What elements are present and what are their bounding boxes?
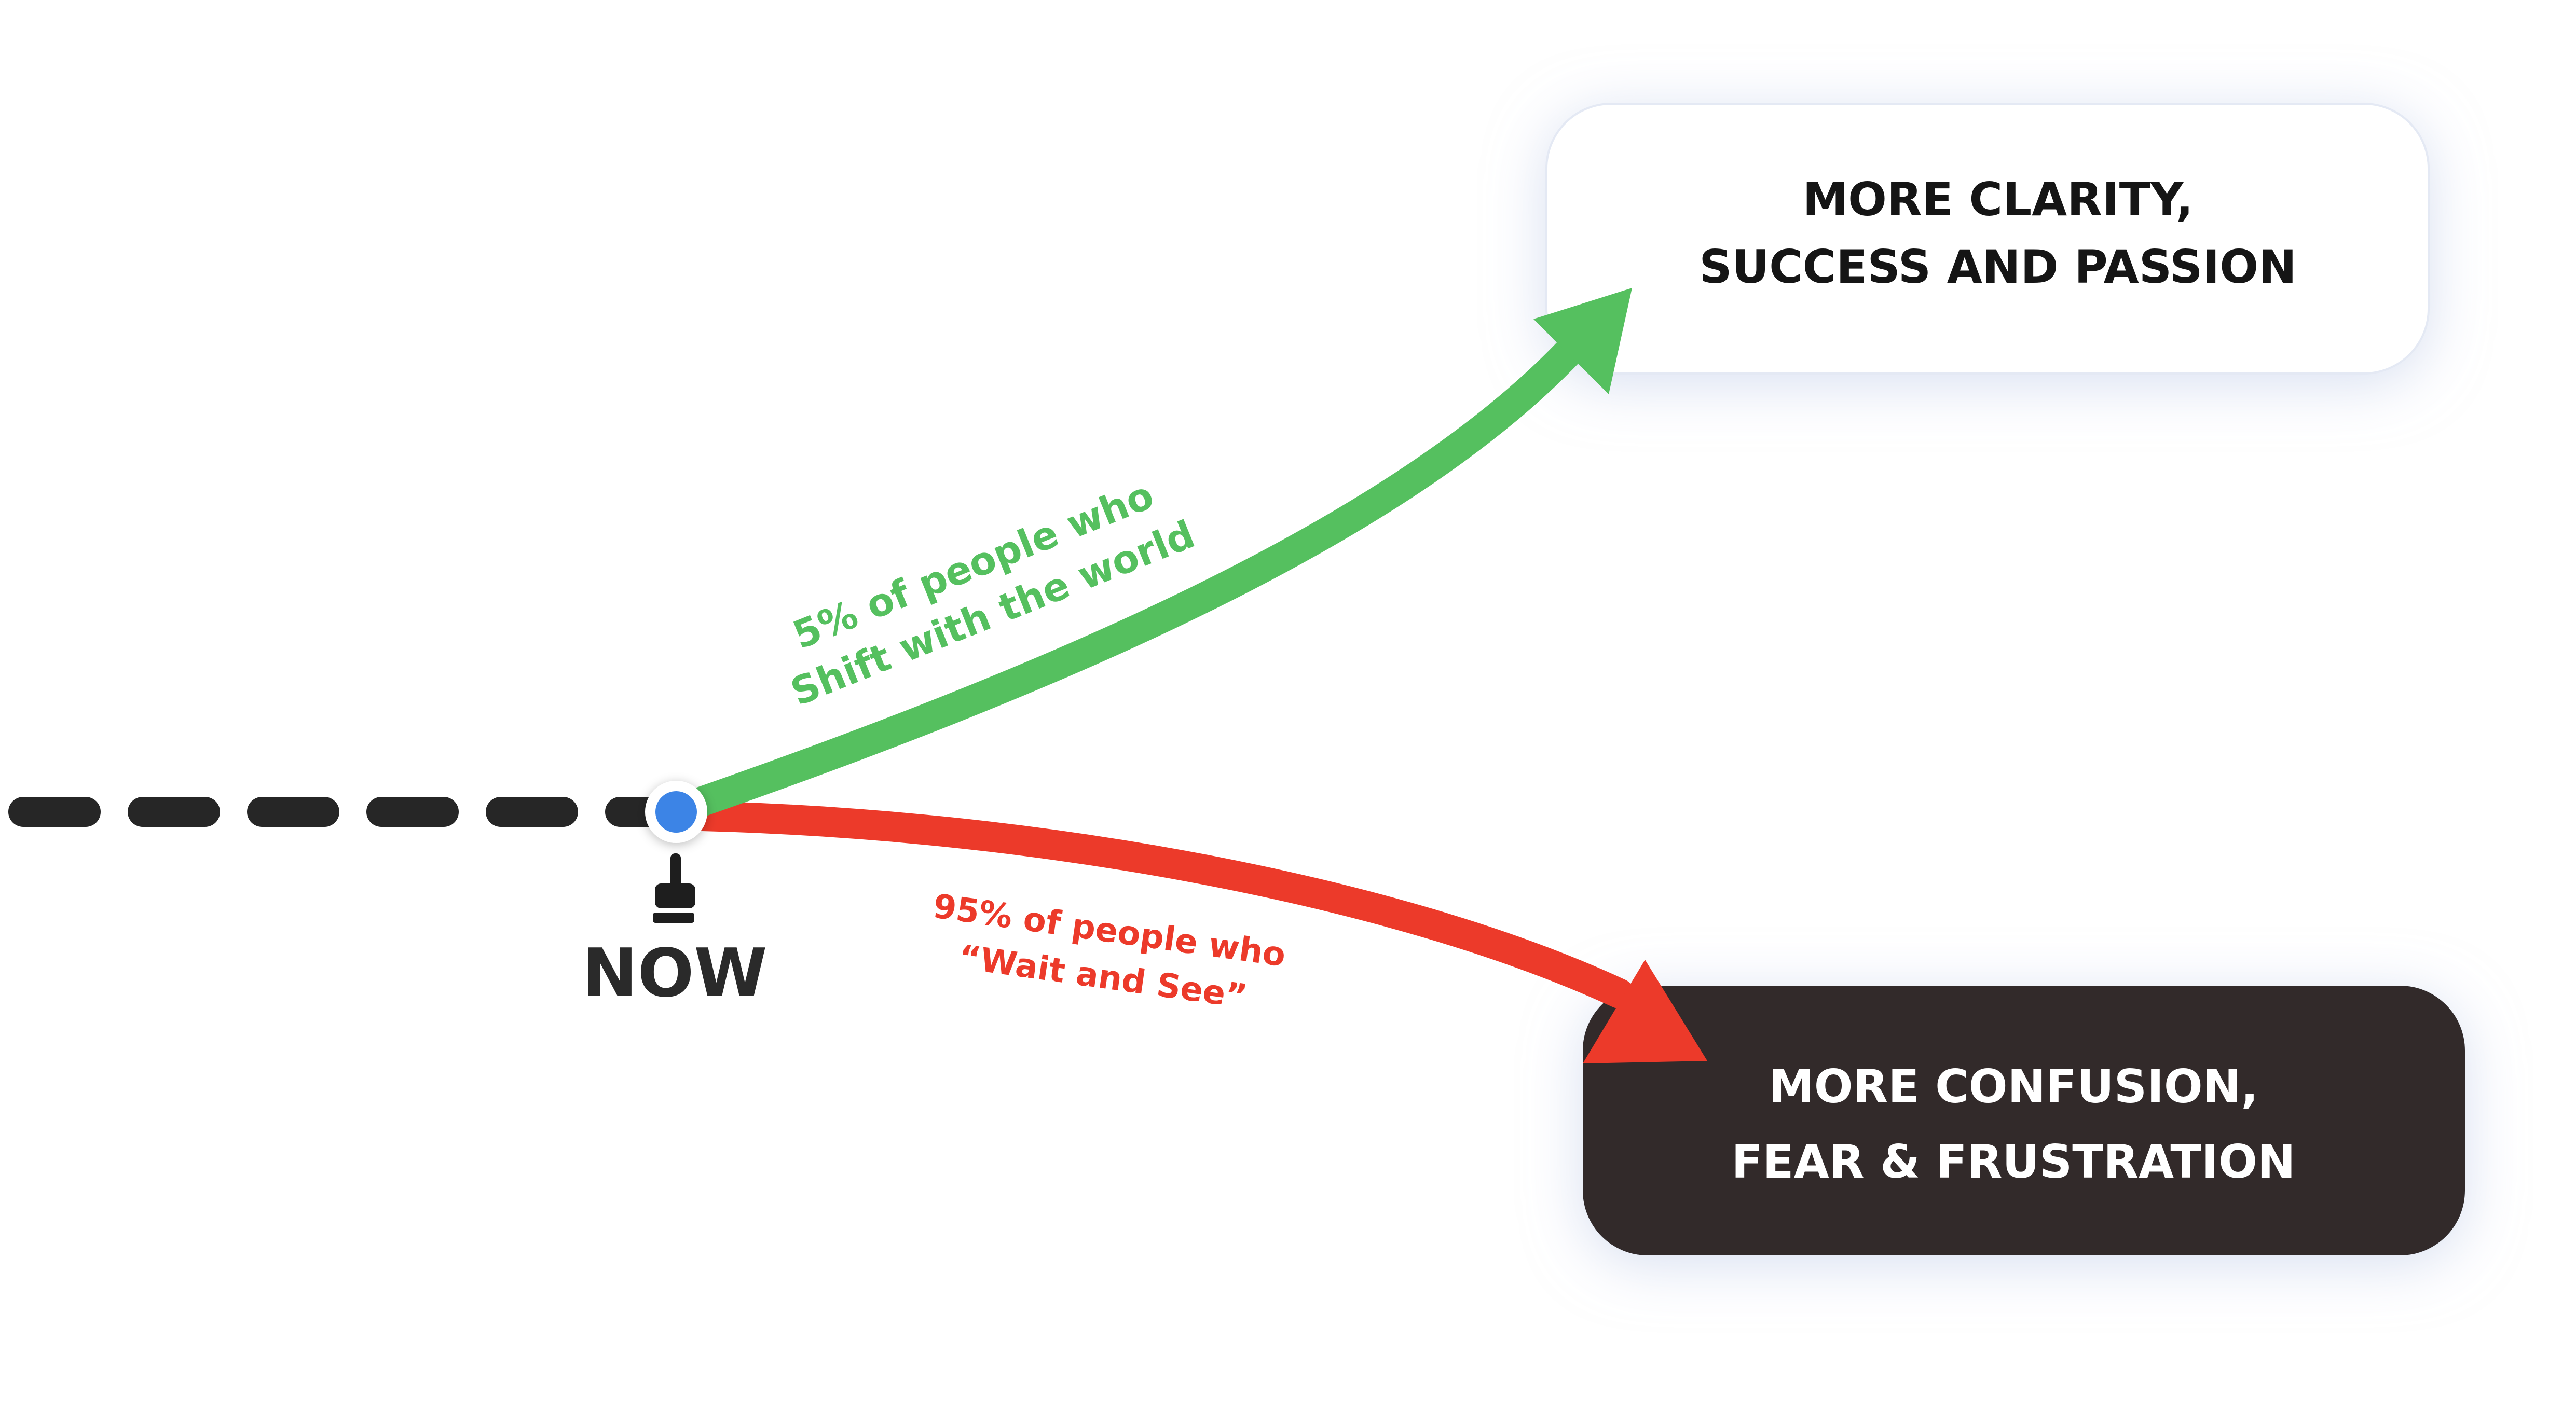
bad-path-arrowhead xyxy=(1583,960,1707,1063)
now-point-dot xyxy=(655,791,697,833)
good-path-line xyxy=(665,327,1593,824)
good-path-arrowhead xyxy=(1533,288,1632,394)
bad-path-arrow xyxy=(665,800,1707,1063)
outcome-bad-line2: FEAR & FRUSTRATION xyxy=(1731,1135,2295,1189)
outcome-good-line1: MORE CLARITY, xyxy=(1803,173,2194,226)
now-label: NOW xyxy=(582,935,767,1012)
now-point xyxy=(645,781,707,843)
outcome-box-bad-background xyxy=(1583,986,2465,1255)
bad-path-label: 95% of people who “Wait and See” xyxy=(931,887,1288,1016)
outcome-box-good: MORE CLARITY, SUCCESS AND PASSION xyxy=(1545,103,2430,375)
good-path-label: 5% of people who Shift with the world xyxy=(785,473,1201,715)
outcome-box-bad: MORE CONFUSION, FEAR & FRUSTRATION xyxy=(1583,986,2465,1255)
pointing-down-hand-icon xyxy=(653,853,695,923)
good-path-arrow xyxy=(665,288,1632,824)
bad-path-line xyxy=(665,800,1634,1009)
outcome-good-line2: SUCCESS AND PASSION xyxy=(1699,240,2297,294)
outcome-bad-line1: MORE CONFUSION, xyxy=(1769,1060,2258,1113)
outcome-box-good-background xyxy=(1545,103,2430,375)
